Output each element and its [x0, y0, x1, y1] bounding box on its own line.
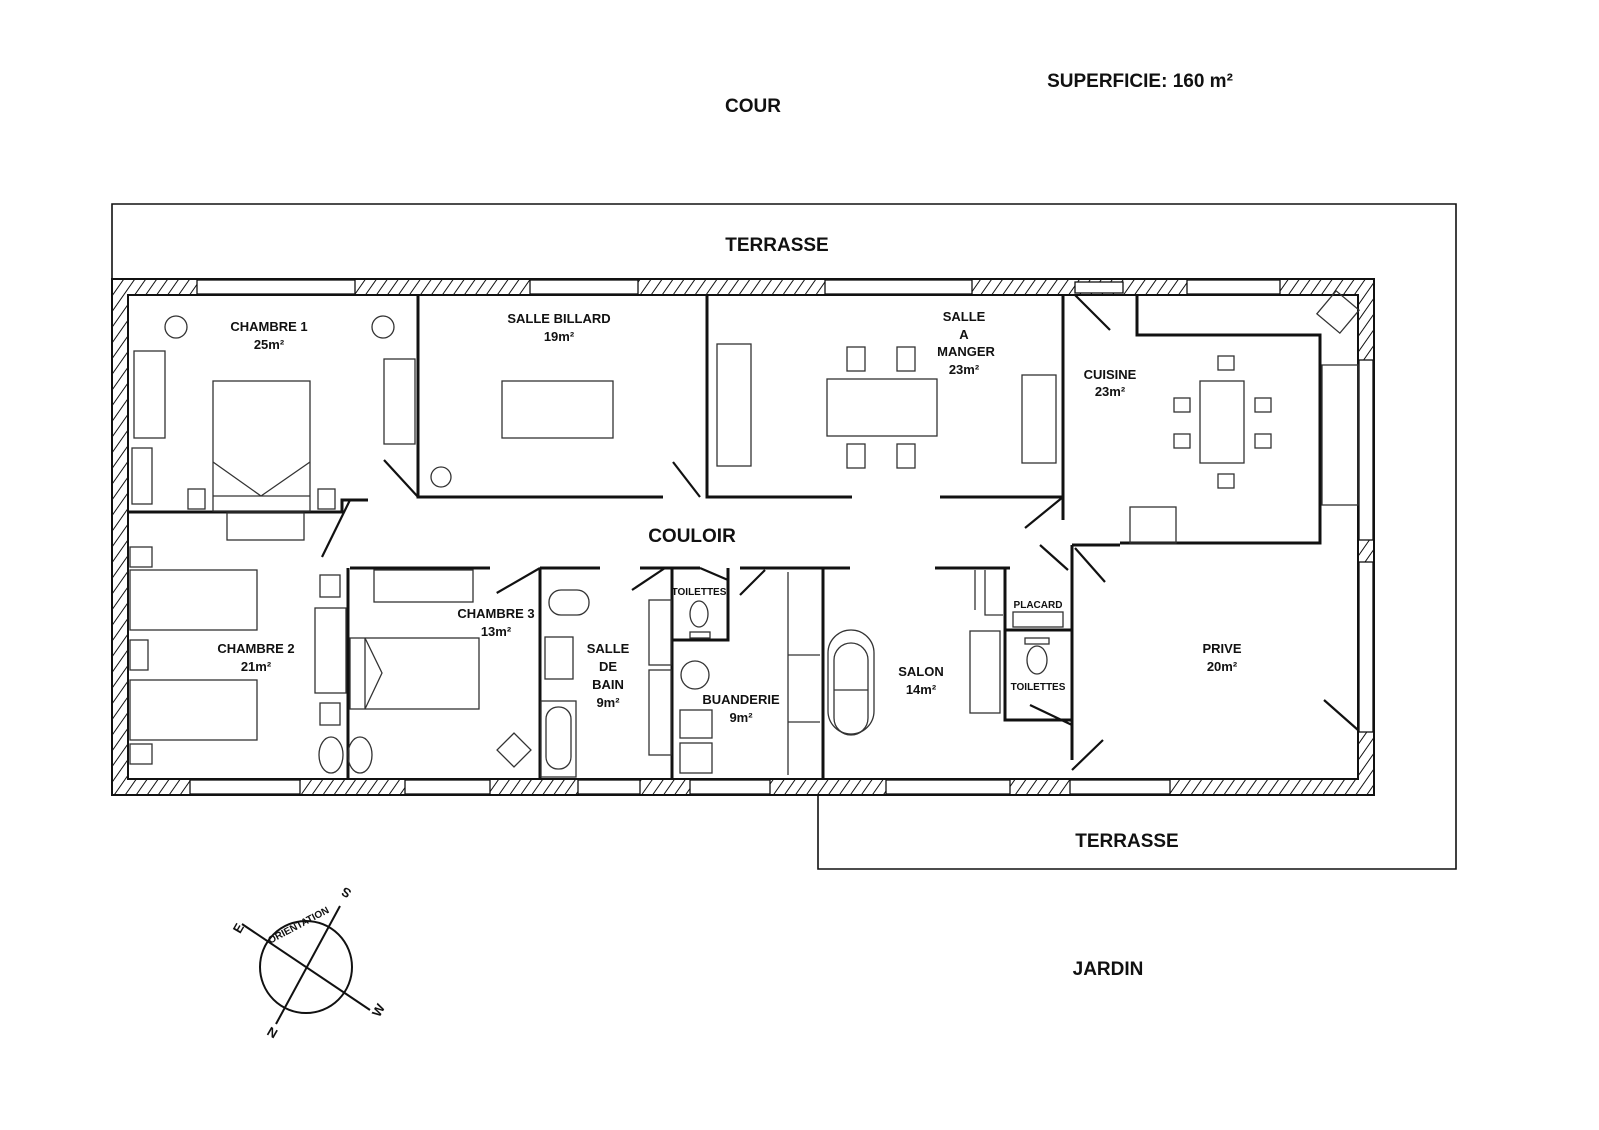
bed-2-chambre2: [129, 679, 258, 741]
manger-area: 23m²: [949, 362, 980, 377]
compass-w: W: [369, 1001, 388, 1020]
chambre3-area: 13m²: [481, 624, 512, 639]
chambre1-area: 25m²: [254, 337, 285, 352]
sofa: [827, 629, 875, 735]
windows: [189, 279, 1374, 795]
buanderie-area: 9m²: [729, 710, 753, 725]
bed-chambre3: [349, 637, 480, 710]
cuisine-name: CUISINE: [1084, 367, 1137, 382]
terrasse-north-label: TERRASSE: [725, 235, 828, 256]
cour-label: COUR: [725, 96, 781, 117]
salon-area: 14m²: [906, 682, 937, 697]
compass-e: E: [230, 920, 247, 935]
jardin-label: JARDIN: [1073, 959, 1144, 980]
compass: ORIENTATION S N E W: [230, 884, 389, 1042]
kitchen-table: [1199, 380, 1245, 464]
prive-area: 20m²: [1207, 659, 1238, 674]
prive-name: PRIVE: [1202, 641, 1241, 656]
toilettes2-name: TOILETTES: [1011, 682, 1066, 693]
surface-label: SUPERFICIE: 160 m²: [1047, 71, 1233, 92]
chambre2-area: 21m²: [241, 659, 272, 674]
buanderie-name: BUANDERIE: [702, 692, 780, 707]
dining-table: [826, 378, 938, 437]
furniture: [129, 289, 1361, 778]
compass-s: S: [338, 884, 353, 901]
bed-chambre1: [212, 380, 311, 512]
bain-name1: SALLE: [587, 641, 630, 656]
salon-name: SALON: [898, 664, 944, 679]
billard-area: 19m²: [544, 329, 575, 344]
billard-name: SALLE BILLARD: [507, 311, 610, 326]
manger-name3: MANGER: [937, 344, 995, 359]
cuisine-area: 23m²: [1095, 384, 1126, 399]
manger-name2: A: [959, 327, 969, 342]
bathtub: [540, 700, 577, 778]
door-swings: [321, 294, 1359, 771]
bain-name2: DE: [599, 659, 617, 674]
billiard-table: [501, 380, 614, 439]
terrace-outline: [111, 203, 1457, 870]
chambre2-name: CHAMBRE 2: [217, 641, 294, 656]
couloir-label: COULOIR: [648, 526, 736, 547]
terrasse-south-label: TERRASSE: [1075, 831, 1178, 852]
bain-area: 9m²: [596, 695, 620, 710]
compass-n: N: [264, 1024, 280, 1042]
chambre1-name: CHAMBRE 1: [230, 319, 307, 334]
placard-name: PLACARD: [1014, 600, 1063, 611]
manger-name1: SALLE: [943, 309, 986, 324]
toilettes1-name: TOILETTES: [672, 587, 727, 598]
interior-walls: [128, 295, 1322, 779]
bain-name3: BAIN: [592, 677, 624, 692]
exterior-wall: [111, 278, 1375, 796]
chambre3-name: CHAMBRE 3: [457, 606, 534, 621]
bed-1-chambre2: [129, 569, 258, 631]
